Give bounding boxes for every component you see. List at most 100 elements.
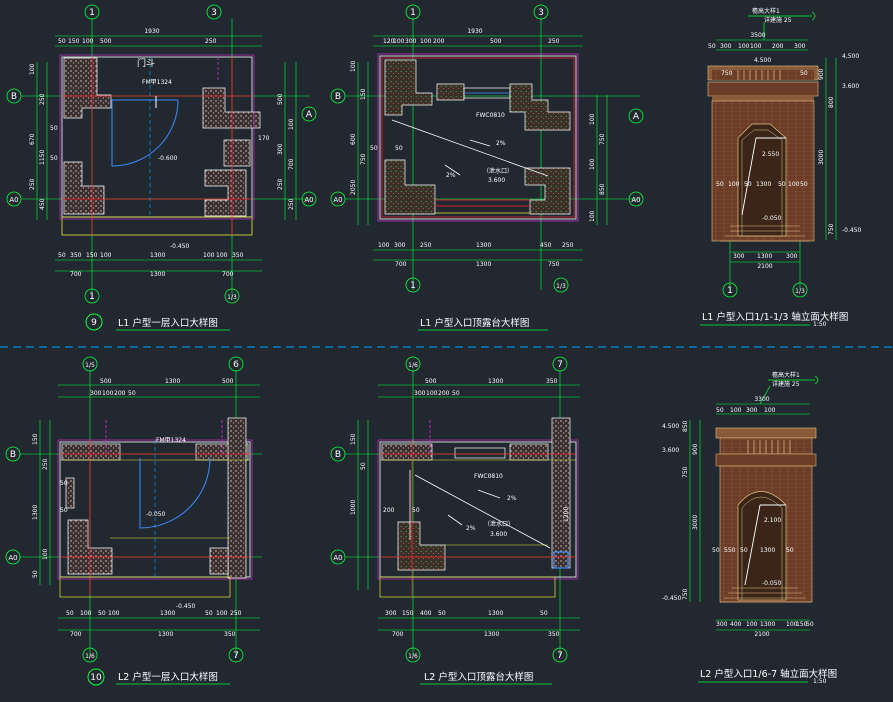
p5-left-dims: 150 50 1000 200 50 <box>350 433 420 515</box>
p1-top-dim-total: 1930 <box>144 28 159 35</box>
p1-axis-right-1: A <box>306 110 313 120</box>
p6-left-dim: 750 <box>682 466 689 478</box>
p3-top-dim: 300 <box>794 43 806 50</box>
p6-bottom-dim: 100 <box>786 621 798 628</box>
p3-top-dim: 50 <box>708 43 716 50</box>
p1-left-dims: 100 250 670 1150 250 450 50 50 <box>29 63 58 210</box>
p1-right-dim: 500 <box>277 93 284 105</box>
p2-top-dim-total: 1930 <box>467 28 482 35</box>
p4-bottom-dim-row2: 1300 <box>158 631 173 638</box>
p2-left-dim: 50 <box>370 145 378 152</box>
p4-axis-left-2: A0 <box>8 554 17 562</box>
p6-top-dim: 50 <box>716 407 724 414</box>
p5-axis-top-2: 7 <box>557 360 563 370</box>
p2-bottom-dims: 100 300 250 1300 450 250 700 1300 750 <box>378 242 574 268</box>
p5-left-dim: 1000 <box>350 500 357 515</box>
p1-right-dim: 250 <box>288 198 295 210</box>
p6-inner-dim: 50 <box>786 547 794 554</box>
p1-right-dim: 300 <box>277 143 284 155</box>
p2-left-dim: 2050 <box>350 180 357 195</box>
p4-left-dim: 50 <box>60 480 68 487</box>
p2-top-dim: 100 <box>420 38 432 45</box>
p3-bottom-dim-row2: 300 <box>733 253 745 260</box>
p1-bottom-dim-row2: 700 <box>70 271 82 278</box>
p3-scale: 1:50 <box>813 321 827 328</box>
p1-left-dim: 50 <box>50 125 58 132</box>
p2-top-dim: 100 <box>393 38 405 45</box>
p3-width-total: 2100 <box>757 263 772 270</box>
p3-level-3: 2.550 <box>762 151 779 158</box>
p1-bottom-dim: 350 <box>70 252 82 259</box>
p5-bottom-dim: 150 <box>402 610 414 617</box>
p4-bottom-dim: 50 <box>205 610 213 617</box>
p6-bottom-dim: 300 <box>716 621 728 628</box>
p4-top-dim: 500 <box>222 378 234 385</box>
p5-slope-2: 2% <box>466 525 476 532</box>
p5-bottom-dim-row2: 1300 <box>484 631 499 638</box>
p6-inner-dim: 1300 <box>760 547 775 554</box>
p4-door-tag: FM甲1324 <box>156 437 186 444</box>
p3-top-dim: 200 <box>772 43 784 50</box>
p4-left-dim: 1300 <box>32 505 39 520</box>
p4-left-dim: 50 <box>60 507 68 514</box>
p2-bottom-dim: 300 <box>394 242 406 249</box>
p5-axis-left-2: A0 <box>333 554 342 562</box>
p2-top-dim: 250 <box>548 38 560 45</box>
p5-level: 3.600 <box>490 531 507 538</box>
p5-bottom-dims: 300 150 400 50 1300 50 700 1300 350 <box>385 610 560 638</box>
p1-axis-bottom-1: 1 <box>89 292 95 302</box>
p3-note-top: 檐高大样1 <box>752 7 780 15</box>
p6-left-dim: 850 <box>682 420 689 432</box>
p5-left-dim: 50 <box>412 507 420 514</box>
p1-left-dim: 50 <box>50 155 58 162</box>
p6-level-5: -0.450 <box>662 595 682 602</box>
p2-top-dim: 120 <box>383 38 395 45</box>
p2-bottom-dim-row2: 750 <box>548 261 560 268</box>
p3-top-dim-total: 3500 <box>750 32 765 39</box>
p4-bottom-dim-row2: 350 <box>224 631 236 638</box>
p4-title: L2 户型一层入口大样图 <box>118 671 218 683</box>
p6-level-2: 3.600 <box>662 447 679 454</box>
p3-top-dim: 100 <box>738 43 750 50</box>
p3-right-dim: 900 <box>818 68 825 80</box>
p4-axis-top-2: 6 <box>233 360 239 370</box>
p4-top-dim-row2: 200 <box>114 390 126 397</box>
p3-bottom-dims: 50 100 50 1300 50 100 50 300 1300 300 <box>716 181 808 260</box>
p5-left-dim: 200 <box>383 507 395 514</box>
p3-right-dim: 800 <box>828 96 835 108</box>
p1-right-dim: 700 <box>288 158 295 170</box>
p4-axis-top-1: 1/5 <box>85 362 95 369</box>
p4-left-dim: 50 <box>32 570 39 578</box>
p5-slope: 2% <box>507 495 517 502</box>
p3-inner-dim: 50 <box>800 70 808 77</box>
p2-right-dims: 100 750 100 850 100 <box>589 113 606 222</box>
p2-left-dim: 100 <box>350 60 357 72</box>
p1-bottom-dim: 150 <box>86 252 98 259</box>
p4-top-dim: 1300 <box>165 378 180 385</box>
p2-axis-left-1: B <box>335 92 341 102</box>
p5-bottom-dim-row2: 350 <box>548 631 560 638</box>
p4-axis-bottom-1: 1/6 <box>85 653 95 660</box>
p3-note-top2: 详建施 25 <box>764 16 792 24</box>
p1-axis-top-2: 3 <box>211 8 217 18</box>
p6-top-dim-total: 3300 <box>754 396 769 403</box>
p4-number-badge <box>87 668 105 686</box>
p2-bottom-dim: 450 <box>540 242 552 249</box>
p1-bottom-dim: 100 <box>203 252 215 259</box>
p6-level-1: 4.500 <box>662 423 679 430</box>
panel-l2-ground-plan: 1/5 6 1/6 7 B A0 500 1300 500 300 100 20… <box>5 356 262 686</box>
p3-axis-bottom-2: 1/3 <box>795 288 805 295</box>
p5-top-dim-row2: 100 <box>426 390 438 397</box>
p1-number: 9 <box>91 318 97 328</box>
panel-l1-ground-plan: 1 3 1 1/3 B A0 A A0 1930 50 150 100 500 … <box>6 4 317 331</box>
p1-top-dim: 500 <box>100 38 112 45</box>
p4-top-dim-row2: 100 <box>102 390 114 397</box>
p2-top-dim: 500 <box>490 38 502 45</box>
p6-left-dim: 750 <box>682 588 689 600</box>
p5-bottom-dim-row2: 700 <box>392 631 404 638</box>
p5-axis-bottom-1: 1/6 <box>408 653 418 660</box>
p6-bottom-dim: 150 <box>796 621 808 628</box>
p2-right-dim: 850 <box>599 183 606 195</box>
p3-bottom-dim: 50 <box>716 181 724 188</box>
